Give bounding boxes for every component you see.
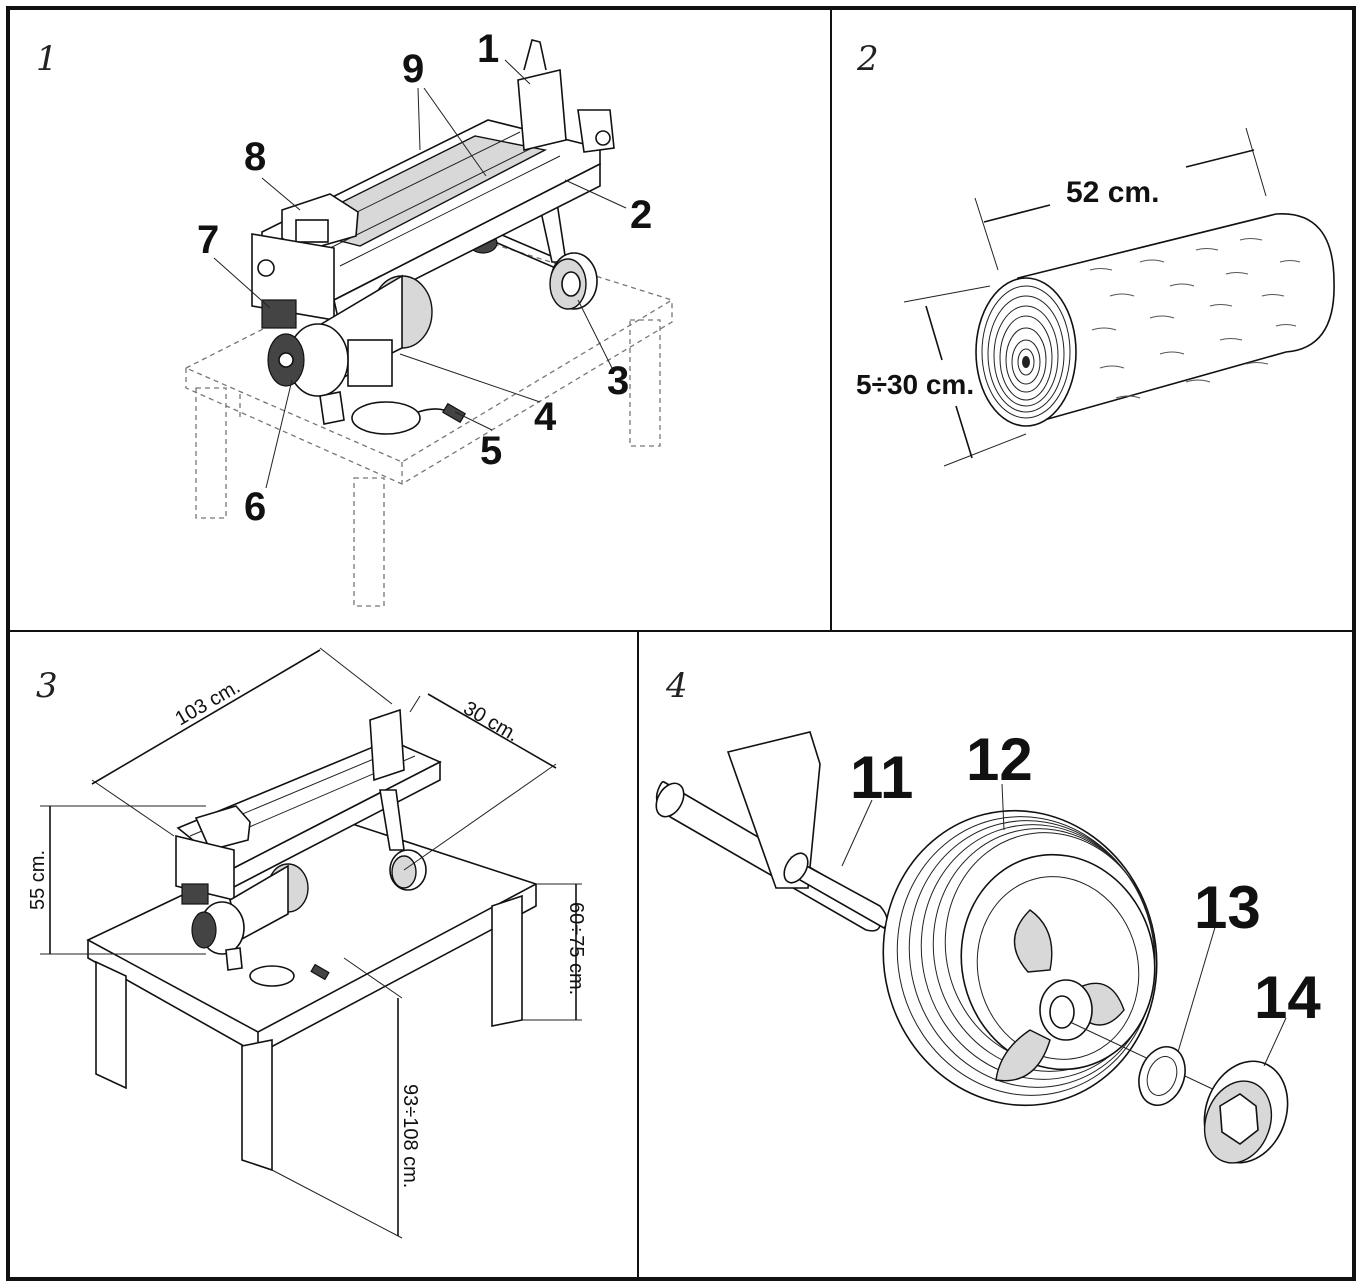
log-diameter-label: 5÷30 cm. bbox=[856, 369, 974, 400]
length-103-label: 103 cm. bbox=[172, 676, 245, 731]
figure-2-log-dimensions: 52 cm. 5÷30 cm. bbox=[856, 127, 1335, 467]
retaining-washer bbox=[1138, 1046, 1186, 1106]
figure-3-machine-dimensions: 103 cm. 30 cm. 55 cm. 60÷75 cm. 93÷108 c… bbox=[27, 647, 587, 1239]
callout-9: 9 bbox=[402, 47, 424, 91]
total-height-label: 93÷108 cm. bbox=[399, 1084, 421, 1188]
callout-8: 8 bbox=[244, 135, 266, 179]
callout-4: 4 bbox=[534, 395, 557, 439]
callout-3: 3 bbox=[607, 359, 629, 403]
wheel-tyre bbox=[882, 809, 1158, 1107]
callout-1: 1 bbox=[477, 27, 499, 71]
callout-13: 13 bbox=[1194, 874, 1261, 941]
solid-work-table bbox=[86, 819, 539, 1172]
machine-on-table bbox=[175, 708, 442, 987]
panel-4-number: 4 bbox=[665, 666, 688, 706]
figure-4-leader-lines bbox=[841, 783, 1287, 1067]
figure-3-dimension-lines bbox=[40, 647, 582, 1239]
panel-frame bbox=[6, 6, 1356, 1281]
log-end-rings bbox=[975, 277, 1077, 427]
callout-12: 12 bbox=[966, 726, 1033, 793]
log-illustration bbox=[975, 213, 1335, 427]
figure-1-log-splitter-on-table: 1 2 3 4 5 6 7 8 9 bbox=[184, 27, 674, 607]
callout-5: 5 bbox=[480, 429, 502, 473]
callout-2: 2 bbox=[630, 193, 652, 237]
axle-and-bracket bbox=[655, 731, 888, 932]
figure-4-wheel-assembly: 11 12 13 14 bbox=[655, 726, 1321, 1164]
panel-2-number: 2 bbox=[856, 39, 879, 79]
callout-6: 6 bbox=[244, 485, 266, 529]
callout-7: 7 bbox=[197, 218, 219, 262]
panel-1-number: 1 bbox=[36, 39, 58, 79]
callout-14: 14 bbox=[1254, 964, 1321, 1031]
width-30-label: 30 cm. bbox=[460, 697, 523, 746]
log-length-label: 52 cm. bbox=[1066, 176, 1159, 209]
panel-3-number: 3 bbox=[36, 666, 58, 706]
height-55-label: 55 cm. bbox=[27, 850, 49, 910]
log-diameter-dimension bbox=[903, 285, 1027, 467]
log-length-dimension bbox=[974, 127, 1267, 271]
log-splitter-machine bbox=[251, 39, 615, 435]
table-height-label: 60÷75 cm. bbox=[565, 902, 587, 995]
figure-1-leader-lines bbox=[213, 59, 627, 489]
callout-11: 11 bbox=[850, 744, 913, 811]
hub-cap bbox=[1203, 1060, 1289, 1164]
